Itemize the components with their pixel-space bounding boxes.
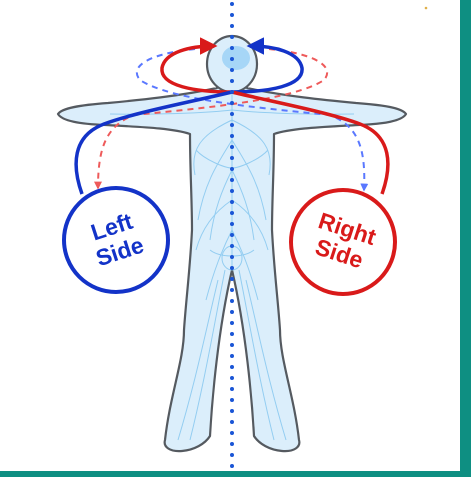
diagram-canvas: Left Side Right Side: [0, 0, 460, 471]
right-side-circle: Right Side: [289, 188, 397, 296]
crossing-pathways: [74, 90, 390, 195]
corner-dot: [424, 6, 428, 10]
nerve-network: [109, 92, 355, 441]
head-loops: [160, 37, 304, 94]
left-side-circle: Left Side: [62, 186, 170, 294]
dashed-pathways: [94, 47, 369, 192]
body-crossover-diagram: Left Side Right Side: [56, 2, 428, 470]
